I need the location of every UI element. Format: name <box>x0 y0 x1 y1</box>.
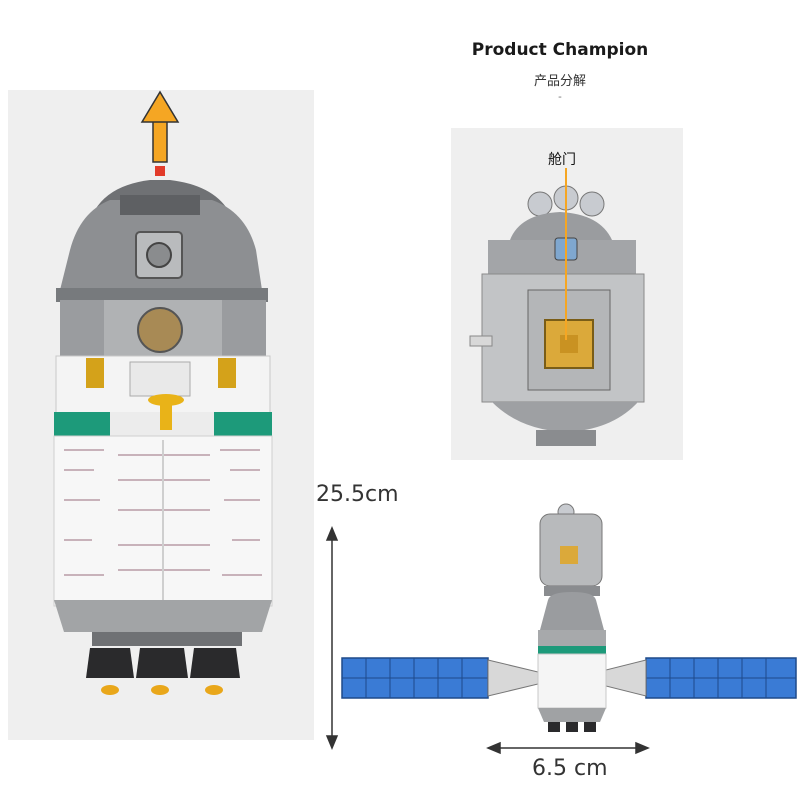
hatch-callout-label: 舱门 <box>548 152 576 168</box>
up-arrow-icon <box>140 90 180 163</box>
solar-panel-right <box>597 657 797 699</box>
product-title: Product Champion <box>471 40 649 60</box>
assembly-model <box>341 503 797 732</box>
subtitle-dash: - <box>558 91 562 103</box>
width-dimension-label: 6.5 cm <box>532 756 608 781</box>
hatch-detail-model <box>469 168 645 446</box>
height-dimension-line <box>325 526 339 750</box>
solar-panel-left <box>341 657 539 699</box>
width-dimension-line <box>486 741 650 755</box>
capsule-model-large <box>53 90 273 695</box>
height-dimension-label: 25.5cm <box>316 482 399 507</box>
product-subtitle: 产品分解 <box>533 74 586 89</box>
